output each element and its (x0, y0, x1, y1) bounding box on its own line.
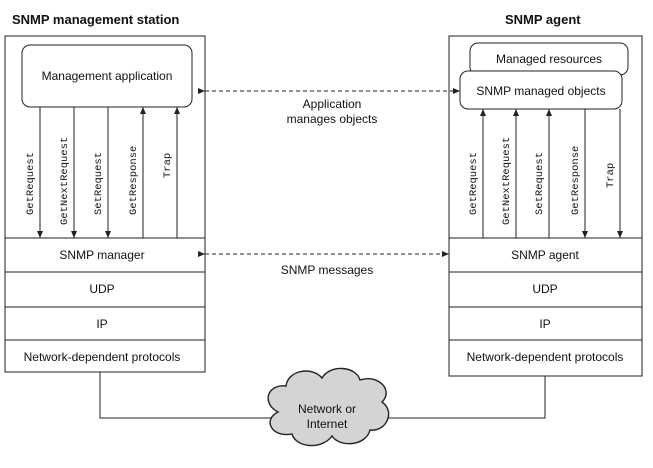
app-link-label-line1: Application (303, 97, 362, 111)
agent-getrequest-label: GetRequest (468, 152, 480, 215)
station-getresponse-label: GetResponse (128, 146, 140, 215)
agent-trap-label: Trap (605, 163, 617, 188)
app-link-label-line2: manages objects (287, 112, 378, 126)
agent-getresponse-label: GetResponse (570, 146, 582, 215)
station-layer-stack: SNMP manager UDP IP Network-dependent pr… (5, 237, 205, 364)
station-layer-udp: UDP (89, 282, 114, 296)
station-getnextrequest-label: GetNextRequest (59, 137, 71, 225)
network-cloud-icon: Network or Internet (267, 367, 390, 447)
agent-layer-snmp-agent: SNMP agent (511, 248, 579, 262)
station-layer-ip: IP (96, 317, 107, 331)
management-application-box (21, 44, 193, 108)
station-title: SNMP management station (12, 12, 179, 27)
agent-setrequest-label: SetRequest (534, 152, 546, 215)
agent-pdu-arrows: GetRequest GetNextRequest SetRequest Get… (468, 109, 623, 238)
station-layer-network-dependent: Network-dependent protocols (24, 350, 181, 364)
snmp-managed-objects-box (459, 70, 623, 110)
station-setrequest-label: SetRequest (93, 152, 105, 215)
agent-network-connection (385, 376, 546, 419)
station-pdu-arrows: GetRequest GetNextRequest SetRequest Get… (25, 107, 180, 238)
agent-layer-udp: UDP (532, 282, 557, 296)
station-trap-label: Trap (162, 153, 174, 178)
managed-resources-label: Managed resources (496, 52, 602, 66)
agent-layer-stack: SNMP agent UDP IP Network-dependent prot… (449, 237, 642, 364)
station-getrequest-label: GetRequest (25, 152, 37, 215)
network-label-line2: Internet (307, 417, 348, 431)
agent-layer-network-dependent: Network-dependent protocols (467, 350, 624, 364)
snmp-managed-objects-label: SNMP managed objects (476, 84, 605, 98)
station-layer-snmp-manager: SNMP manager (59, 248, 144, 262)
snmp-messages-label: SNMP messages (281, 263, 373, 277)
agent-getnextrequest-label: GetNextRequest (501, 137, 513, 225)
agent-title: SNMP agent (505, 12, 581, 27)
network-label-line1: Network or (298, 402, 356, 416)
agent-layer-ip: IP (539, 317, 550, 331)
management-application-label: Management application (42, 69, 173, 83)
station-network-connection (99, 372, 272, 419)
